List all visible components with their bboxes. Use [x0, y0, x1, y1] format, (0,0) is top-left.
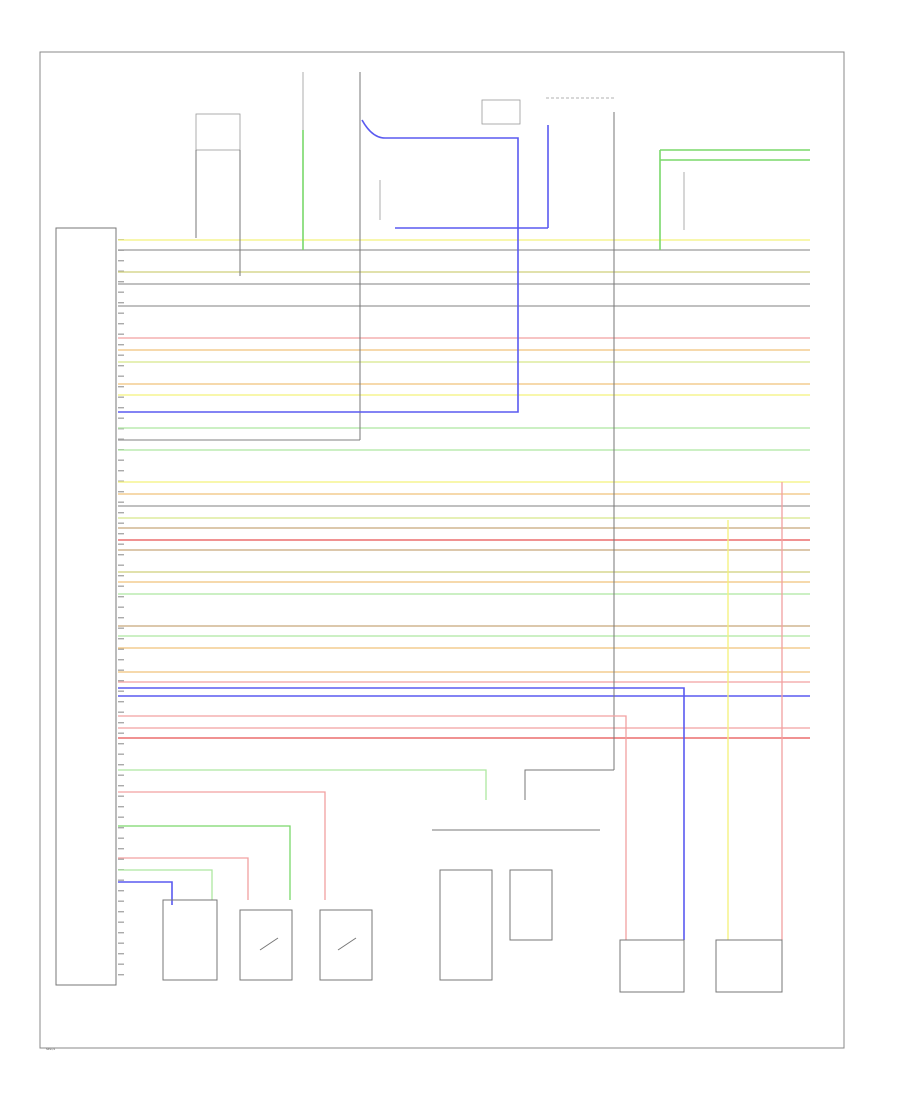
module-pin [118, 480, 124, 482]
module-pin-labels [118, 239, 124, 976]
module-pin [118, 722, 124, 724]
module-pin [118, 953, 124, 955]
module-pin [118, 375, 124, 377]
module-pin [118, 890, 124, 892]
module-pin [118, 501, 124, 503]
module-pin [118, 837, 124, 839]
module-pin [118, 386, 124, 388]
module-pin [118, 816, 124, 818]
module-pin [118, 921, 124, 923]
module-pin [118, 260, 124, 262]
module-pin [118, 302, 124, 304]
module-pin [118, 711, 124, 713]
module-pin [118, 491, 124, 493]
module-pin [118, 732, 124, 734]
bottom-connector-wires [118, 482, 783, 940]
module-pin [118, 533, 124, 535]
module-pin [118, 753, 124, 755]
module-pin [118, 858, 124, 860]
module-pin [118, 963, 124, 965]
top-right-connector [524, 112, 810, 800]
module-pin [118, 606, 124, 608]
module-pin [118, 407, 124, 409]
module-pin [118, 942, 124, 944]
module-pin [118, 627, 124, 629]
module-pin [118, 428, 124, 430]
bottom-sensor-boxes [162, 829, 783, 993]
diagram-border [39, 51, 845, 1049]
module-pin [118, 554, 124, 556]
module-pin [118, 543, 124, 545]
module-pin [118, 596, 124, 598]
module-pin [118, 795, 124, 797]
module-pin [118, 344, 124, 346]
module-pin [118, 848, 124, 850]
module-pin [118, 396, 124, 398]
module-pin [118, 806, 124, 808]
module-pin [118, 879, 124, 881]
top-left-component [195, 113, 241, 276]
module-pin [118, 512, 124, 514]
fuse-block [118, 72, 519, 440]
module-pin [118, 312, 124, 314]
module-pin [118, 564, 124, 566]
relay-box [395, 97, 616, 229]
module-pin [118, 743, 124, 745]
module-pin [118, 323, 124, 325]
module-pin [118, 638, 124, 640]
module-pin [118, 827, 124, 829]
module-pin [118, 522, 124, 524]
module-pin [118, 659, 124, 661]
airbag-control-module [55, 227, 117, 986]
module-pin [118, 585, 124, 587]
module-pin [118, 459, 124, 461]
module-pin [118, 354, 124, 356]
module-pin [118, 774, 124, 776]
module-pin [118, 333, 124, 335]
module-pin [118, 900, 124, 902]
module-pin [118, 648, 124, 650]
module-pin [118, 680, 124, 682]
module-pin [118, 438, 124, 440]
page-label: SRS1/1 [46, 1047, 56, 1051]
module-pin [118, 701, 124, 703]
module-pin [118, 764, 124, 766]
module-pin [118, 785, 124, 787]
module-pin [118, 974, 124, 976]
module-pin [118, 281, 124, 283]
module-pin [118, 291, 124, 293]
module-pin [118, 365, 124, 367]
module-pin [118, 669, 124, 671]
module-pin [118, 617, 124, 619]
harness-wires [118, 239, 810, 739]
module-pin [118, 270, 124, 272]
module-pin [118, 932, 124, 934]
module-pin [118, 911, 124, 913]
module-pin [118, 575, 124, 577]
module-pin [118, 690, 124, 692]
module-pin [118, 417, 124, 419]
module-pin [118, 470, 124, 472]
